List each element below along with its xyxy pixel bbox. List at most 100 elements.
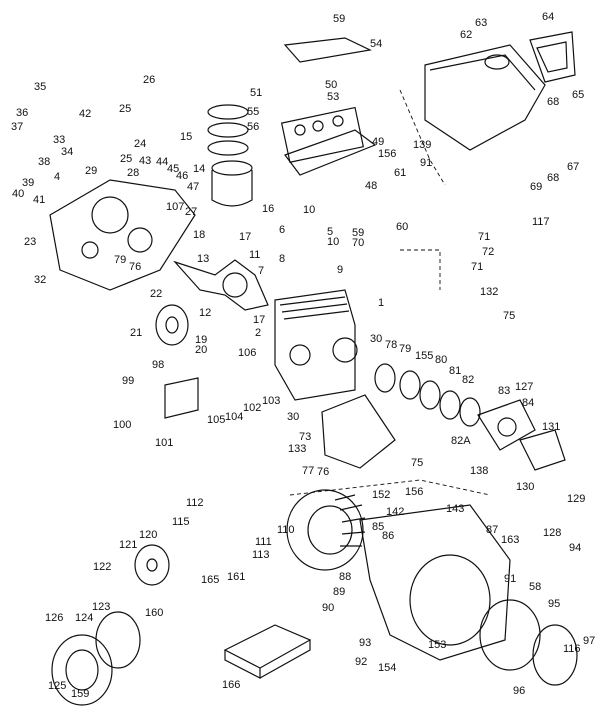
callout-label: 121 xyxy=(119,539,137,551)
callout-label: 17 xyxy=(239,231,251,243)
callout-label: 2 xyxy=(255,327,261,339)
callout-label: 56 xyxy=(247,121,259,133)
callout-label: 33 xyxy=(53,134,65,146)
callout-label: 107 xyxy=(166,201,184,213)
callout-label: 160 xyxy=(145,607,163,619)
callout-label: 20 xyxy=(195,344,207,356)
callout-label: 163 xyxy=(501,534,519,546)
callout-label: 94 xyxy=(569,542,581,554)
callout-label: 47 xyxy=(187,181,199,193)
gear xyxy=(155,304,189,346)
callout-label: 90 xyxy=(322,602,334,614)
callout-label: 155 xyxy=(415,350,433,362)
callout-label: 75 xyxy=(503,310,515,322)
callout-label: 10 xyxy=(303,204,315,216)
callout-label: 59 xyxy=(352,227,364,239)
callout-label: 41 xyxy=(33,194,45,206)
callout-label: 38 xyxy=(38,156,50,168)
callout-label: 49 xyxy=(372,136,384,148)
callout-label: 166 xyxy=(222,679,240,691)
callout-label: 104 xyxy=(225,411,243,423)
callout-label: 98 xyxy=(152,359,164,371)
callout-label: 46 xyxy=(176,170,188,182)
callout-label: 18 xyxy=(193,229,205,241)
callout-label: 10 xyxy=(327,236,339,248)
callout-label: 88 xyxy=(339,571,351,583)
callout-label: 82 xyxy=(462,374,474,386)
callout-label: 103 xyxy=(262,395,280,407)
callout-label: 86 xyxy=(382,530,394,542)
callout-label: 58 xyxy=(529,581,541,593)
callout-label: 13 xyxy=(197,253,209,265)
callout-label: 30 xyxy=(287,411,299,423)
assembly-line xyxy=(289,479,491,496)
callout-label: 24 xyxy=(134,138,146,150)
piston-rings xyxy=(207,104,253,207)
fuel-tank xyxy=(424,44,546,151)
callout-label: 123 xyxy=(92,601,110,613)
callout-label: 54 xyxy=(370,38,382,50)
callout-label: 143 xyxy=(446,503,464,515)
callout-label: 1 xyxy=(378,297,384,309)
callout-label: 6 xyxy=(279,224,285,236)
callout-label: 37 xyxy=(11,121,23,133)
callout-label: 70 xyxy=(352,237,364,249)
callout-label: 142 xyxy=(386,506,404,518)
callout-label: 17 xyxy=(253,314,265,326)
callout-label: 120 xyxy=(139,529,157,541)
callout-label: 92 xyxy=(355,656,367,668)
assembly-line xyxy=(399,89,446,186)
callout-label: 64 xyxy=(542,11,554,23)
assembly-line xyxy=(400,249,441,290)
callout-label: 102 xyxy=(243,402,261,414)
callout-label: 113 xyxy=(252,549,270,561)
callout-label: 63 xyxy=(475,17,487,29)
callout-label: 153 xyxy=(428,639,446,651)
callout-label: 156 xyxy=(405,486,423,498)
callout-label: 30 xyxy=(370,333,382,345)
callout-label: 11 xyxy=(249,249,260,261)
callout-label: 22 xyxy=(150,288,162,300)
callout-label: 44 xyxy=(156,156,168,168)
callout-label: 29 xyxy=(85,165,97,177)
gasket-stack xyxy=(374,363,481,427)
callout-label: 8 xyxy=(279,253,285,265)
callout-label: 79 xyxy=(399,343,411,355)
callout-label: 152 xyxy=(372,489,390,501)
callout-label: 67 xyxy=(567,161,579,173)
callout-label: 55 xyxy=(247,106,259,118)
callout-label: 85 xyxy=(372,521,384,533)
callout-label: 125 xyxy=(48,680,66,692)
callout-label: 61 xyxy=(394,167,406,179)
callout-label: 59 xyxy=(333,13,345,25)
callout-label: 32 xyxy=(34,274,46,286)
callout-label: 51 xyxy=(250,87,262,99)
callout-label: 159 xyxy=(71,688,89,700)
callout-label: 122 xyxy=(93,561,111,573)
breather-plate xyxy=(164,377,199,419)
callout-label: 77 xyxy=(302,465,314,477)
callout-label: 43 xyxy=(139,155,151,167)
callout-label: 156 xyxy=(378,148,396,160)
callout-label: 110 xyxy=(277,524,295,536)
cylinder-block xyxy=(274,289,358,401)
blower-housing xyxy=(359,504,511,661)
callout-label: 87 xyxy=(486,524,498,536)
callout-label: 69 xyxy=(530,181,542,193)
upper-bracket xyxy=(280,37,377,176)
callout-label: 76 xyxy=(317,466,329,478)
callout-label: 91 xyxy=(420,157,432,169)
callout-label: 96 xyxy=(513,685,525,697)
callout-label: 28 xyxy=(127,167,139,179)
callout-label: 9 xyxy=(337,264,343,276)
callout-label: 79 xyxy=(114,254,126,266)
callout-label: 133 xyxy=(288,443,306,455)
starter-pulley xyxy=(134,544,170,586)
callout-label: 40 xyxy=(12,188,24,200)
callout-label: 45 xyxy=(167,163,179,175)
callout-label: 53 xyxy=(327,91,339,103)
callout-label: 82A xyxy=(451,435,471,447)
callout-label: 130 xyxy=(516,481,534,493)
